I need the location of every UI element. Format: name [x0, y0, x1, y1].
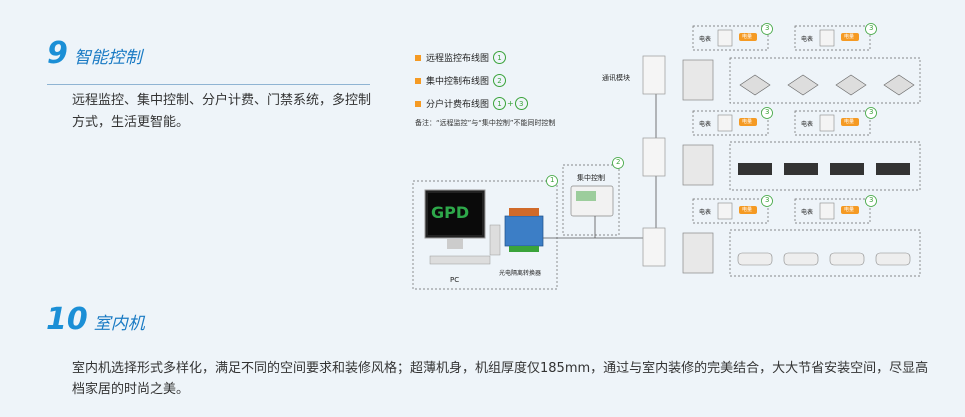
legend-mark: 1	[493, 51, 507, 64]
gateway-module-2	[642, 137, 666, 177]
mark-3-number: 3	[869, 24, 874, 32]
converter-terminals-bottom	[509, 246, 539, 252]
meter-devices	[717, 29, 835, 220]
central-group-box	[562, 164, 620, 236]
pc-screen	[428, 193, 482, 235]
pc-label: PC	[450, 276, 460, 284]
pc-screen-logo: GPD	[431, 203, 470, 222]
gateway-module-1	[642, 55, 666, 95]
section9-title: 智能控制	[73, 48, 142, 68]
legend-bullet-icon	[415, 100, 421, 107]
legend-item-remote: 远程监控布线图 1	[415, 46, 528, 69]
duct-units	[738, 163, 910, 175]
meter-label: 电表	[699, 36, 712, 43]
converter-terminals	[509, 208, 539, 216]
section9-header: 9 智能控制	[47, 36, 142, 71]
pc-stand	[447, 239, 463, 249]
mark-3-number: 3	[765, 108, 770, 116]
legend-mark: 3	[514, 97, 528, 110]
legend-item-label: 远程监控布线图	[426, 54, 490, 64]
pc-group-box	[412, 180, 558, 290]
section10-header: 10 室内机	[46, 302, 145, 337]
meter-tag: 电量	[742, 207, 753, 213]
indoor-row-3-box	[729, 229, 921, 277]
legend-mark: 2	[493, 74, 507, 87]
mark-2-badge	[612, 157, 624, 169]
legend-bullet-icon	[415, 54, 421, 61]
mark-3-number: 3	[869, 196, 874, 204]
section10-number: 10	[46, 302, 88, 337]
pc-keyboard	[429, 255, 491, 265]
cassette-units	[739, 74, 915, 96]
legend-mark: 1	[493, 97, 507, 110]
central-screen	[576, 191, 596, 201]
legend-item-central: 集中控制布线图 2	[415, 69, 528, 92]
converter-label: 光电隔离转换器	[499, 270, 542, 277]
outdoor-unit-3	[682, 232, 714, 274]
outdoor-unit-2	[682, 144, 714, 186]
mark-1-badge	[546, 175, 558, 187]
meter-label: 电表	[801, 36, 814, 43]
central-control-label: 集中控制	[577, 174, 605, 182]
meter-tag: 电量	[742, 34, 753, 40]
mark-2-number: 2	[616, 158, 621, 166]
mark-3-badges	[761, 23, 877, 207]
legend-joiner: +	[507, 99, 514, 108]
section9-divider	[47, 84, 370, 85]
meter-label: 电表	[801, 209, 814, 216]
section10-title: 室内机	[93, 314, 145, 334]
legend-note: 备注：“远程监控”与“集中控制”不能同时控制	[415, 119, 556, 127]
diagram-legend: 远程监控布线图 1 集中控制布线图 2 分户计费布线图 1 + 3	[415, 46, 528, 115]
meter-tag: 电量	[844, 119, 855, 125]
section10-body: 室内机选择形式多样化，满足不同的空间要求和装修风格；超薄机身，机组厚度仅185m…	[72, 361, 929, 397]
legend-item-label: 分户计费布线图	[426, 100, 490, 110]
meter-boxes	[692, 25, 871, 224]
legend-bullet-icon	[415, 77, 421, 84]
meter-tag: 电量	[742, 119, 753, 125]
legend-item-billing: 分户计费布线图 1 + 3	[415, 92, 528, 115]
meter-label: 电表	[699, 209, 712, 216]
wall-units	[737, 252, 911, 266]
section9-number: 9	[47, 36, 68, 71]
gateway-module-3	[642, 227, 666, 267]
mark-1-number: 1	[550, 176, 555, 184]
mark-3-number: 3	[765, 196, 770, 204]
outdoor-unit-1	[682, 59, 714, 101]
meter-label: 电表	[699, 121, 712, 128]
meter-tag: 电量	[844, 34, 855, 40]
meter-label: 电表	[801, 121, 814, 128]
mark-3-number: 3	[765, 24, 770, 32]
gateway-label: 通讯模块	[602, 74, 630, 82]
meter-tags	[739, 33, 859, 214]
indoor-row-1-box	[729, 57, 921, 104]
indoor-row-2-box	[729, 141, 921, 191]
pc-tower	[489, 224, 501, 256]
converter-device	[504, 215, 544, 247]
mark-3-number: 3	[869, 108, 874, 116]
section9-body: 远程监控、集中控制、分户计费、门禁系统，多控制方式，生活更智能。	[72, 93, 372, 130]
legend-item-label: 集中控制布线图	[426, 77, 490, 87]
meter-tag: 电量	[844, 207, 855, 213]
